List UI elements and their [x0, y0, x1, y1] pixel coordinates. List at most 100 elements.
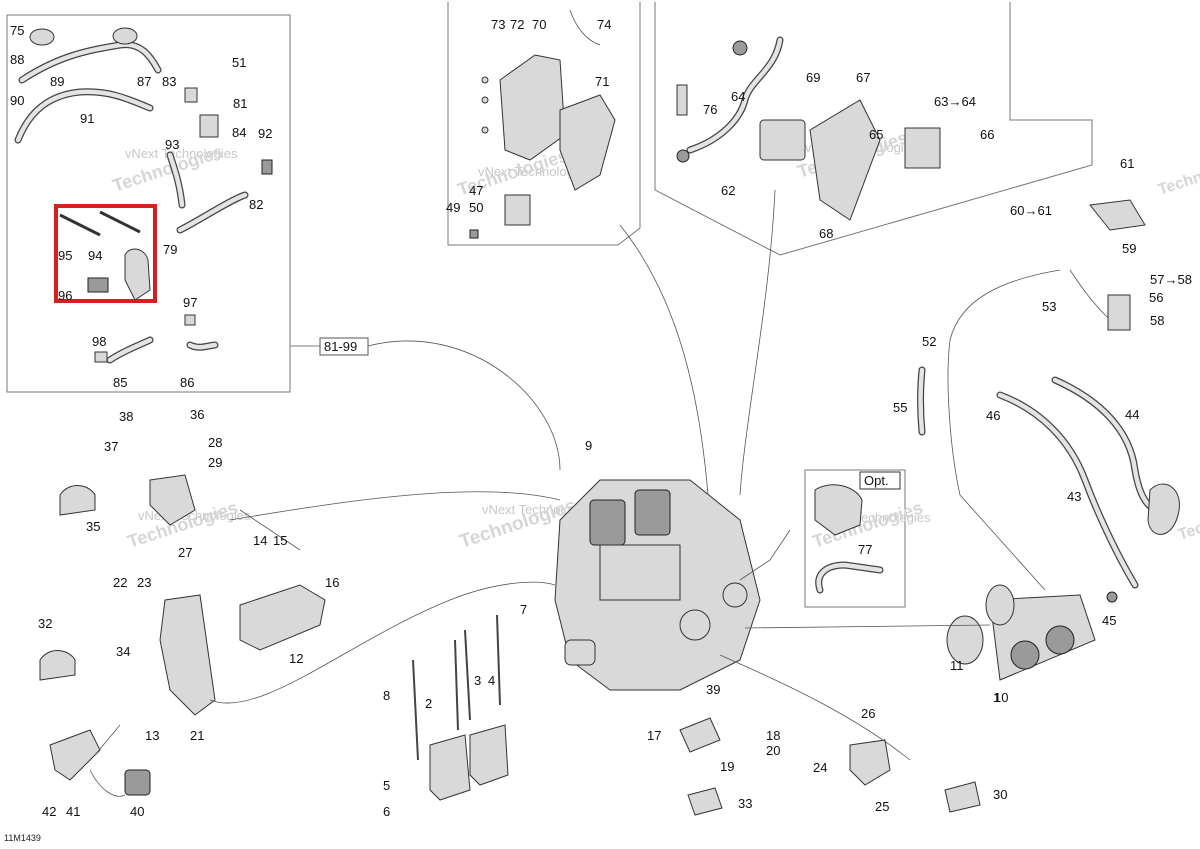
- panel-callout-label: 81-99: [324, 339, 357, 354]
- part-label: 50: [469, 200, 483, 215]
- part-label: 70: [532, 17, 546, 32]
- part-label: 76: [703, 102, 717, 117]
- part-label: 85: [113, 375, 127, 390]
- cables-group: [917, 199, 1180, 589]
- part-label: 32: [38, 616, 52, 631]
- part-label: 55: [893, 400, 907, 415]
- engine-block: [554, 479, 791, 691]
- highlight-box: [54, 204, 157, 303]
- part-label: 91: [80, 111, 94, 126]
- ignition-coils-bottom: [412, 614, 509, 801]
- part-label: 92: [258, 126, 272, 141]
- leader-lines: [89, 189, 1046, 797]
- part-label: 19: [720, 759, 734, 774]
- part-label: 29: [208, 455, 222, 470]
- optional-cover: [814, 484, 863, 536]
- part-label: 42: [42, 804, 56, 819]
- part-label: 39: [706, 682, 720, 697]
- part-label: 46: [986, 408, 1000, 423]
- part-label: 1: [993, 690, 1000, 705]
- watermark-text: vNext Technologies: [478, 164, 591, 179]
- callout-leader: [290, 340, 561, 471]
- part-label: 88: [10, 52, 24, 67]
- part-label: 77: [858, 542, 872, 557]
- part-label: 51: [232, 55, 246, 70]
- part-label: 72: [510, 17, 524, 32]
- part-label: 6: [383, 804, 390, 819]
- part-label: 20: [766, 743, 780, 758]
- part-label: 22: [113, 575, 127, 590]
- part-label: 94: [88, 248, 102, 263]
- part-label: 24: [813, 760, 827, 775]
- ecm-module-group: [469, 9, 616, 239]
- part-label: 4: [488, 673, 495, 688]
- part-label: 9: [585, 438, 592, 453]
- part-label: 23: [137, 575, 151, 590]
- part-label: 64: [731, 89, 745, 104]
- part-label: 13: [145, 728, 159, 743]
- part-label: 71: [595, 74, 609, 89]
- part-label: 58: [1150, 313, 1164, 328]
- part-label: 25: [875, 799, 889, 814]
- optional-parts-panel: [804, 469, 906, 608]
- part-label: 18: [766, 728, 780, 743]
- part-label: 67: [856, 70, 870, 85]
- part-label: 3: [474, 673, 481, 688]
- part-label: 53: [1042, 299, 1056, 314]
- part-label: 36: [190, 407, 204, 422]
- part-label: 81: [233, 96, 247, 111]
- part-label: 60→61: [1010, 203, 1052, 218]
- ecm-detail-panel: [447, 2, 641, 246]
- watermark-text: vNext Technologies: [125, 146, 238, 161]
- optional-hose-inner: [816, 562, 883, 593]
- part-label: 14: [253, 533, 267, 548]
- part-label: 87: [137, 74, 151, 89]
- part-label: 62: [721, 183, 735, 198]
- part-label: 43: [1067, 489, 1081, 504]
- ignition-coil-group: [676, 36, 941, 221]
- engine-mounts-group: [39, 474, 326, 796]
- watermark-text: Tec: [1176, 519, 1200, 543]
- part-label: 8: [383, 688, 390, 703]
- part-label: 74: [597, 17, 611, 32]
- part-label: 68: [819, 226, 833, 241]
- ignition-detail-panel: [654, 2, 1093, 256]
- part-label: 56: [1149, 290, 1163, 305]
- optional-label: Opt.: [864, 473, 889, 488]
- part-label: 17: [647, 728, 661, 743]
- optional-label-box: [859, 471, 901, 490]
- part-label: 95: [58, 248, 72, 263]
- part-label: 93: [165, 137, 179, 152]
- diagram-code: 11M1439: [4, 833, 41, 843]
- part-label: 96: [58, 288, 72, 303]
- watermark-text: Techn: [1156, 168, 1200, 198]
- part-label: 52: [922, 334, 936, 349]
- part-label: 11: [950, 658, 964, 673]
- part-label: 75: [10, 23, 24, 38]
- part-label: 34: [116, 644, 130, 659]
- coolant-hoses-group: [14, 27, 273, 364]
- part-label: 35: [86, 519, 100, 534]
- part-label: 61: [1120, 156, 1134, 171]
- part-label: 83: [162, 74, 176, 89]
- part-label: 57→58: [1150, 272, 1192, 287]
- part-label: 73: [491, 17, 505, 32]
- part-label: 2: [425, 696, 432, 711]
- part-label: 15: [273, 533, 287, 548]
- part-label: 84: [232, 125, 246, 140]
- part-label: 59: [1122, 241, 1136, 256]
- part-label: 27: [178, 545, 192, 560]
- part-label: 66: [980, 127, 994, 142]
- part-label: 47: [469, 183, 483, 198]
- part-label: 30: [993, 787, 1007, 802]
- part-label: 37: [104, 439, 118, 454]
- part-label: 65: [869, 127, 883, 142]
- part-label: 97: [183, 295, 197, 310]
- part-label: 38: [119, 409, 133, 424]
- bottom-mounts-group: [679, 717, 981, 816]
- part-label: 49: [446, 200, 460, 215]
- part-label: 33: [738, 796, 752, 811]
- part-label: 79: [163, 242, 177, 257]
- part-label: 89: [50, 74, 64, 89]
- part-number-labels: 1 2 3 4 5 6 7 8 9 10 11 12 13 14 15 16 1…: [10, 17, 1192, 819]
